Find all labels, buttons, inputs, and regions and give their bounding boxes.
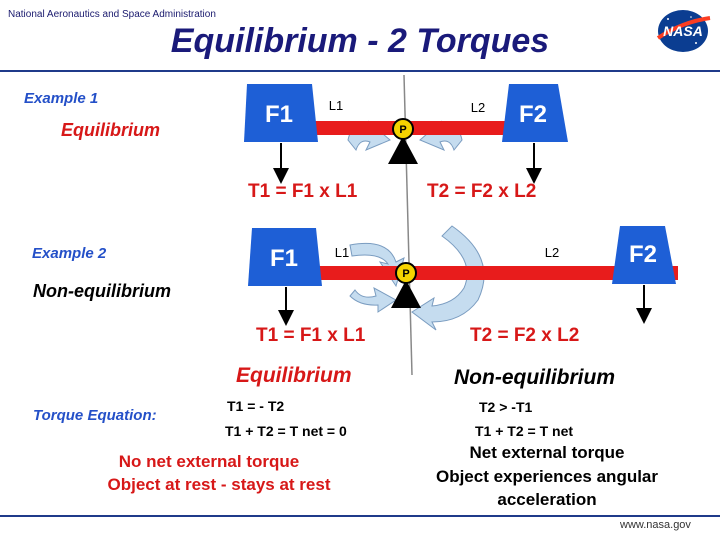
example1-label: Example 1 bbox=[24, 90, 99, 107]
ex1-l1-label: L1 bbox=[329, 98, 343, 113]
ex2-rotation-arrow-left-lower bbox=[349, 287, 397, 313]
ex2-torque1-equation: T1 = F1 x L1 bbox=[256, 325, 366, 346]
page-title: Equilibrium - 2 Torques bbox=[170, 22, 550, 60]
ex2-weight-f1 bbox=[248, 228, 322, 286]
example2-label: Example 2 bbox=[32, 245, 107, 262]
non-equilibrium-equation-1: T2 > -T1 bbox=[479, 399, 533, 415]
equilibrium-equation-1: T1 = - T2 bbox=[227, 398, 285, 414]
ex1-weight-f2 bbox=[502, 84, 568, 142]
ex1-fulcrum bbox=[388, 136, 418, 164]
ex2-l2-label: L2 bbox=[545, 245, 559, 260]
torque-equation-label: Torque Equation: bbox=[33, 407, 157, 424]
example2-state: Non-equilibrium bbox=[33, 281, 171, 301]
ex1-f2-label: F2 bbox=[519, 101, 547, 128]
ex1-weight-f1 bbox=[244, 84, 318, 142]
non-equilibrium-note-3: acceleration bbox=[497, 490, 597, 509]
equilibrium-equation-2: T1 + T2 = T net = 0 bbox=[225, 423, 347, 439]
ex1-torque1-equation: T1 = F1 x L1 bbox=[248, 181, 358, 202]
nasa-logo-text: NASA bbox=[663, 23, 703, 39]
ex1-l2-label: L2 bbox=[471, 100, 485, 115]
equilibrium-note-1: No net external torque bbox=[118, 452, 300, 471]
ex1-f1-label: F1 bbox=[265, 101, 293, 128]
ex2-fulcrum bbox=[391, 280, 421, 308]
ex2-pivot-label: P bbox=[402, 268, 409, 280]
non-equilibrium-heading: Non-equilibrium bbox=[454, 366, 615, 389]
equilibrium-note-2: Object at rest - stays at rest bbox=[107, 475, 331, 494]
example1-state: Equilibrium bbox=[61, 120, 160, 140]
non-equilibrium-note-2: Object experiences angular bbox=[435, 467, 659, 486]
footer-divider bbox=[0, 515, 720, 517]
ex2-f1-label: F1 bbox=[270, 245, 298, 272]
ex2-f2-label: F2 bbox=[629, 241, 657, 268]
org-name: National Aeronautics and Space Administr… bbox=[8, 9, 216, 20]
nasa-logo-icon: NASA bbox=[656, 10, 711, 52]
footer-url[interactable]: www.nasa.gov bbox=[620, 519, 691, 531]
ex1-pivot bbox=[392, 118, 414, 140]
ex2-l1-label: L1 bbox=[335, 245, 349, 260]
non-equilibrium-note-1: Net external torque bbox=[469, 443, 625, 462]
ex1-pivot-label: P bbox=[399, 124, 406, 136]
ex2-weight-f2 bbox=[612, 226, 676, 284]
equilibrium-heading: Equilibrium bbox=[236, 364, 352, 387]
non-equilibrium-equation-2: T1 + T2 = T net bbox=[475, 423, 574, 439]
ex2-torque2-equation: T2 = F2 x L2 bbox=[470, 325, 580, 346]
ex1-torque2-equation: T2 = F2 x L2 bbox=[427, 181, 537, 202]
ex2-pivot bbox=[395, 262, 417, 284]
header-divider bbox=[0, 70, 720, 72]
